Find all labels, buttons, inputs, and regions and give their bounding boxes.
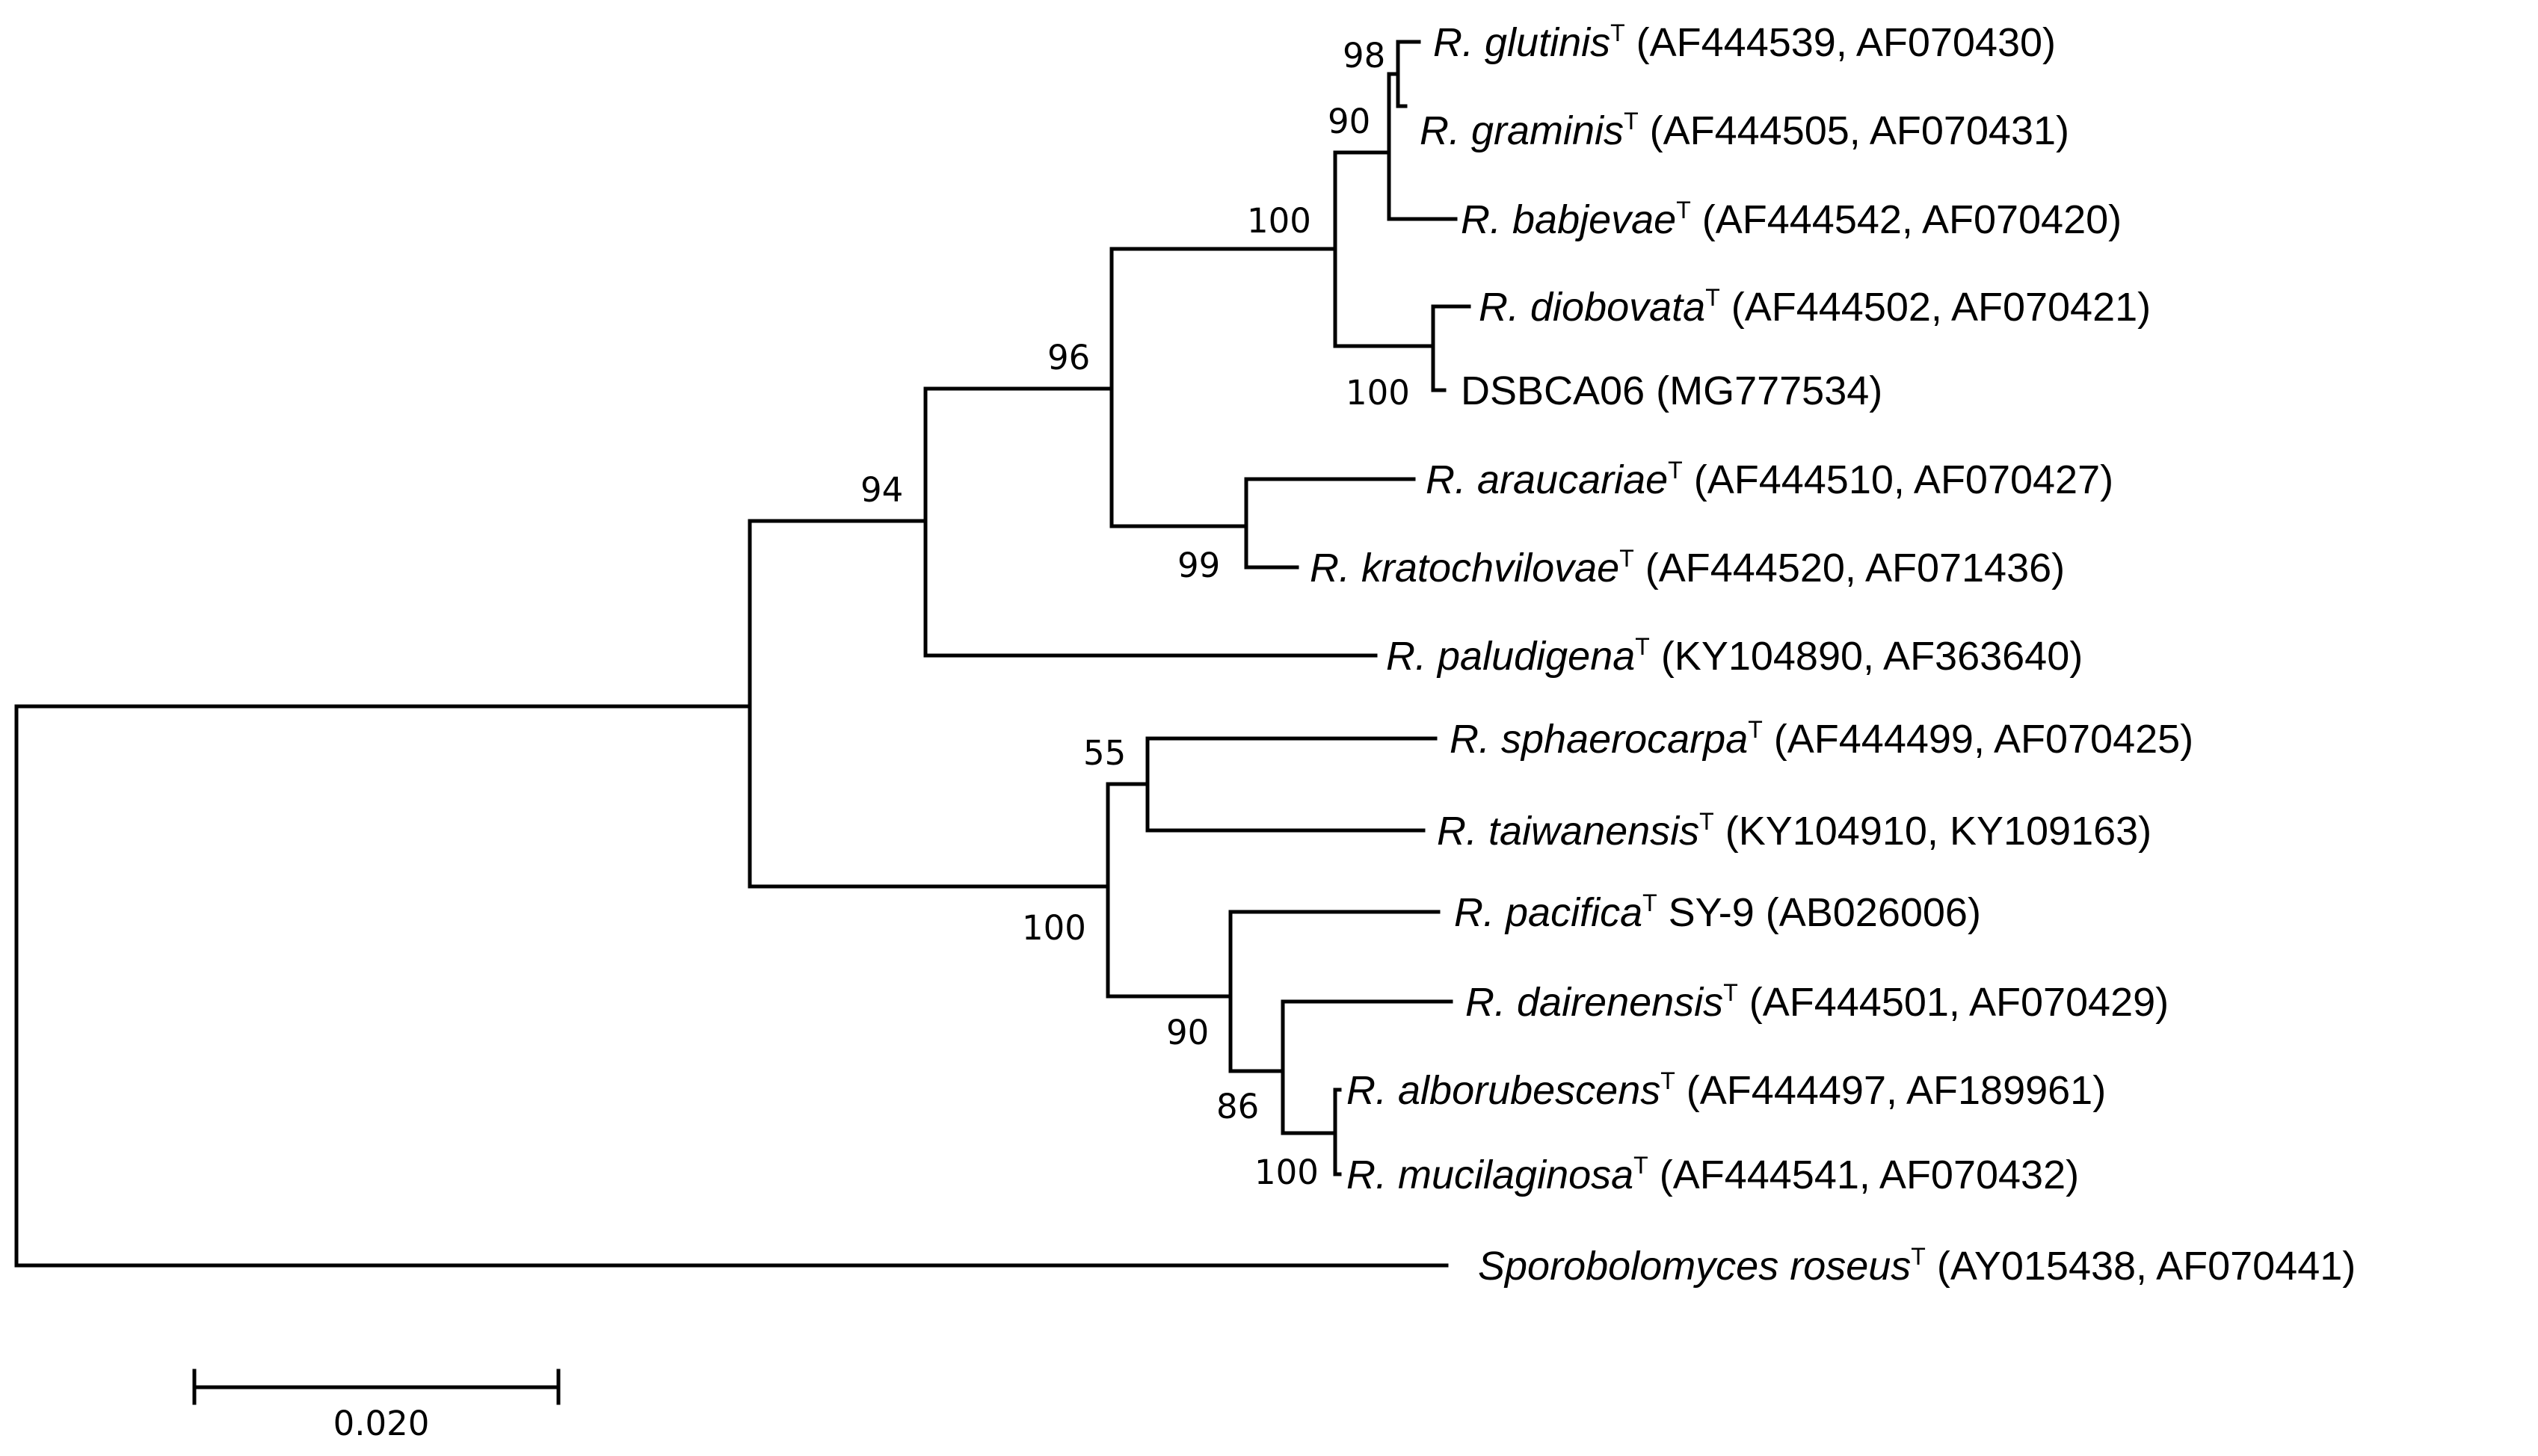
bootstrap-value: 100 [1346, 373, 1410, 413]
bootstrap-value: 100 [1022, 908, 1086, 948]
scale-bar: 0.020 [192, 1369, 561, 1443]
bootstrap-value: 86 [1216, 1087, 1259, 1126]
taxon-label-araucariae: R. araucariaeT (AF444510, AF070427) [1426, 457, 2113, 502]
scale-bar-line [192, 1369, 561, 1405]
bootstrap-value: 90 [1166, 1013, 1209, 1052]
bootstrap-values: 98 90 100 100 96 99 94 55 100 90 86 100 [860, 36, 1410, 1192]
taxon-label-pacifica: R. pacificaT SY-9 (AB026006) [1454, 889, 1981, 935]
taxon-label-paludigena: R. paludigenaT (KY104890, AF363640) [1386, 633, 2083, 679]
tree-branches [14, 40, 1471, 1268]
taxon-label-alborubescens: R. alborubescensT (AF444497, AF189961) [1346, 1067, 2106, 1113]
bootstrap-value: 98 [1343, 36, 1385, 75]
taxon-label-dsbca06: DSBCA06 (MG777534) [1461, 368, 1882, 413]
bootstrap-value: 100 [1254, 1153, 1319, 1192]
taxon-label-sphaerocarpa: R. sphaerocarpaT (AF444499, AF070425) [1450, 716, 2193, 762]
taxon-label-glutinis: R. glutinisT (AF444539, AF070430) [1433, 19, 2056, 65]
bootstrap-value: 100 [1247, 201, 1311, 241]
taxon-label-babjevae: R. babjevaeT (AF444542, AF070420) [1461, 197, 2122, 242]
bootstrap-value: 90 [1328, 102, 1370, 141]
bootstrap-value: 96 [1047, 338, 1090, 377]
bootstrap-value: 99 [1177, 546, 1220, 585]
taxon-label-graminis: R. graminisT (AF444505, AF070431) [1420, 108, 2069, 153]
taxon-label-roseus: Sporobolomyces roseusT (AY015438, AF0704… [1478, 1243, 2356, 1289]
taxon-label-dairenensis: R. dairenensisT (AF444501, AF070429) [1465, 979, 2169, 1025]
taxon-label-diobovata: R. diobovataT (AF444502, AF070421) [1479, 284, 2151, 330]
bootstrap-value: 55 [1083, 733, 1126, 773]
scale-bar-label: 0.020 [333, 1404, 430, 1443]
taxon-label-kratochvilovae: R. kratochvilovaeT (AF444520, AF071436) [1310, 545, 2065, 590]
bootstrap-value: 94 [860, 470, 903, 510]
taxon-label-taiwanensis: R. taiwanensisT (KY104910, KY109163) [1437, 808, 2152, 854]
taxon-labels: R. glutinisT (AF444539, AF070430) R. gra… [1310, 19, 2356, 1289]
taxon-label-mucilaginosa: R. mucilaginosaT (AF444541, AF070432) [1346, 1152, 2079, 1197]
